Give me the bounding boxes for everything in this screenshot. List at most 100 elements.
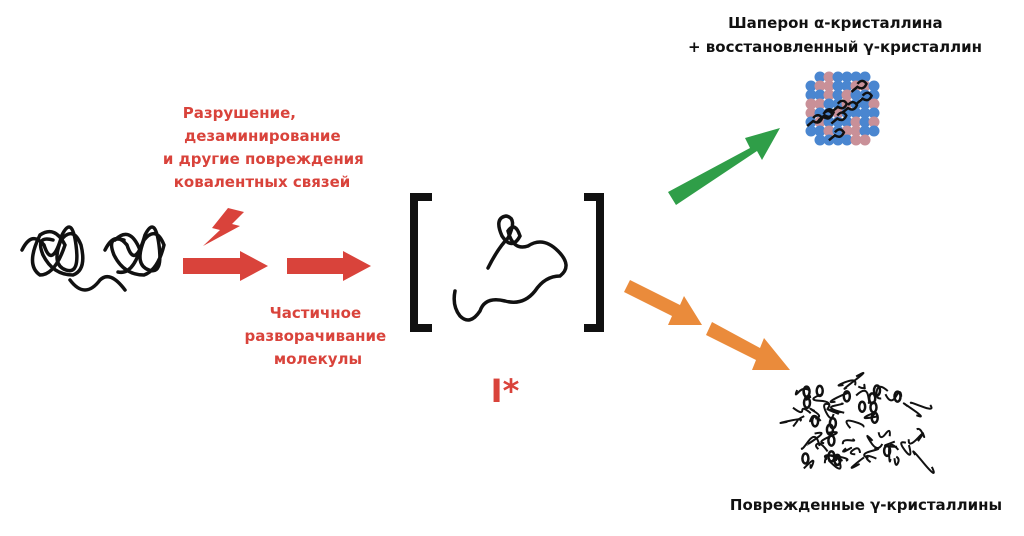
aggregate-strand [916,427,926,439]
sphere-subunit [832,71,844,83]
aggregate-strand [855,389,871,405]
lightning-bolt-icon [203,208,244,246]
aggregate-loop [802,385,811,398]
orange-arrow-2 [706,322,790,370]
sphere-subunit [868,125,880,137]
sphere-subunit [823,98,835,110]
aggregate-strand [866,434,884,449]
damage-arrows [183,251,371,281]
aggregate-strand [900,441,912,456]
orange-arrow-1 [624,280,702,325]
bound-gamma-crystallin [830,111,848,125]
sphere-subunit [823,125,835,137]
red-arrow-1 [183,251,268,281]
aggregate-loop [801,452,810,465]
aggregate-strand [800,435,821,450]
sphere-subunit [832,89,844,101]
sphere-subunit [868,116,880,128]
aggregate-strand [877,429,891,439]
aggregate-loop [872,384,882,397]
bound-gamma-crystallin [817,108,836,122]
bound-gamma-crystallin [855,91,874,105]
aggregate-strand [902,402,922,418]
aggregate-loop [893,390,902,403]
aggregate-strand [857,383,866,390]
aggregate-strand [794,387,811,396]
sphere-subunit [814,98,826,110]
sphere-subunit [841,134,853,146]
aggregate-strand [893,455,900,466]
bound-gamma-crystallin [828,128,846,142]
aggregate-strand [830,402,845,414]
sphere-subunit [850,125,862,137]
sphere-subunit [832,80,844,92]
sphere-subunit [868,107,880,119]
damage-label: Разрушение, дезаминирование и другие пов… [163,104,369,191]
aggregate-strand [792,415,805,428]
aggregate-label: Поврежденные γ-кристаллины [730,496,1002,514]
aggregate-loop [815,384,824,398]
brackets [410,193,604,332]
aggregate-loop [810,415,820,428]
unfolding-label: Частичное разворачивание молекулы [245,304,392,368]
aggregate-strand [792,406,812,414]
aggregate-strand [841,438,856,445]
sphere-subunit [823,80,835,92]
aggregate-strand [826,408,842,415]
sphere-subunit [814,125,826,137]
aggregate-loop [827,434,836,447]
sphere-subunit [814,89,826,101]
aggregate-illustration [779,371,935,474]
sphere-subunit [859,125,871,137]
sphere-subunit [841,80,853,92]
aggregate-loop [828,416,838,430]
aggregate-strand [829,392,850,404]
sphere-subunit [868,98,880,110]
aggregate-strand [849,447,862,456]
sphere-subunit [859,134,871,146]
sphere-subunit [868,80,880,92]
sphere-subunit [823,89,835,101]
unfolded-protein-illustration [452,214,568,322]
aggregate-loop [870,411,879,424]
aggregate-loop [867,392,877,405]
sphere-subunit [859,116,871,128]
sphere-subunit [841,89,853,101]
sphere-subunit [805,89,817,101]
aggregate-strand [912,450,935,474]
aggregate-strand [875,385,889,400]
aggregate-strand [803,459,815,470]
sphere-subunit [850,116,862,128]
aggregate-strand [815,442,829,453]
intermediate-label: I* [491,372,520,410]
sphere-subunit [850,134,862,146]
aggregate-loop [857,400,867,413]
chaperone-label: Шаперон α-кристаллина + восстановленный … [688,14,982,56]
aggregate-strand [843,371,865,390]
chaperone-complex-illustration [805,71,880,146]
sphere-subunit [805,125,817,137]
sphere-subunit [814,71,826,83]
aggregate-strand [863,447,880,460]
bound-gamma-crystallin [850,79,868,93]
aggregate-strand [779,418,802,424]
aggregate-strand [842,446,853,453]
green-arrow [668,128,780,205]
aggregate-strand [837,379,857,387]
bound-gamma-crystallin [841,100,859,115]
aggregate-strand [907,432,925,445]
aggregate-loop [882,444,892,458]
sphere-subunit [850,71,862,83]
sphere-subunit [805,80,817,92]
aggregate-strand [909,401,933,410]
sphere-subunit [814,80,826,92]
sphere-subunit [859,107,871,119]
red-arrow-2 [287,251,371,281]
sphere-subunit [850,89,862,101]
aggregate-strand [850,456,866,469]
sphere-subunit [805,98,817,110]
bound-gamma-crystallin [831,99,849,113]
sphere-subunit [841,71,853,83]
orange-arrows [624,280,790,370]
